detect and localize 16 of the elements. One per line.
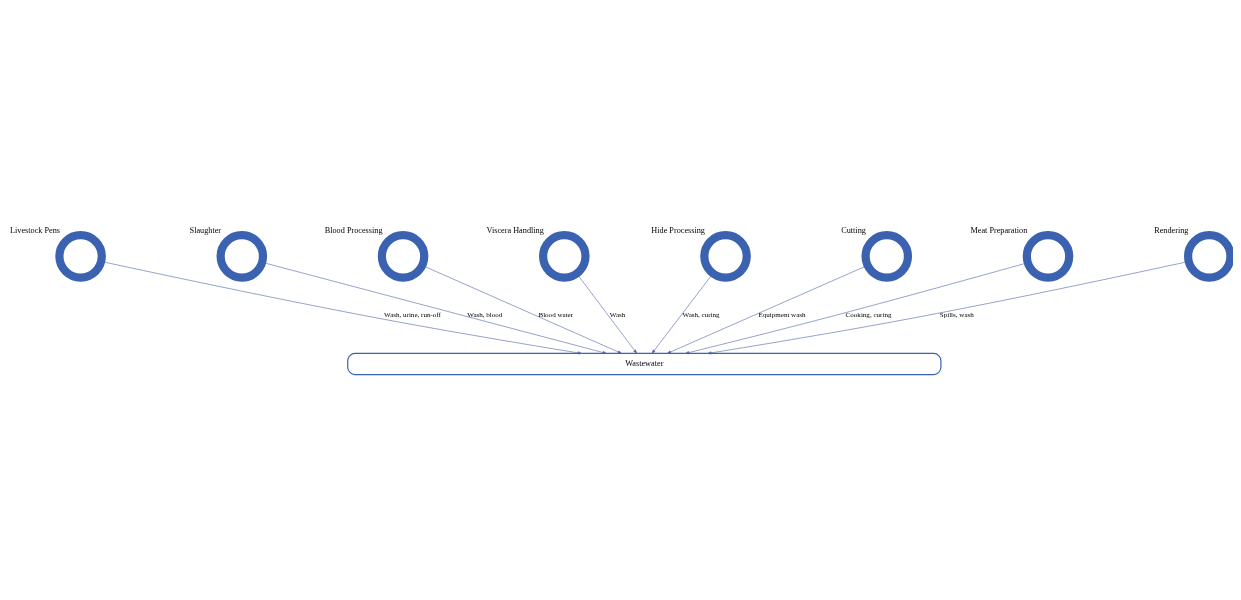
node-label: Cutting [841,225,866,235]
arrow [422,264,622,354]
node-label: Viscera Handling [486,225,544,235]
arrow [707,260,1189,354]
node-label: Hide Processing [651,225,705,235]
arrow [666,264,868,354]
node-label: Rendering [1154,225,1189,235]
arrow [651,272,714,354]
node-label: Meat Preparation [970,225,1028,235]
arrow [685,261,1028,354]
arrow [262,261,607,354]
arrow [576,272,638,354]
node-label: Livestock Pens [9,225,60,235]
node-label: Slaughter [189,225,222,235]
arrow [100,260,582,354]
node-label: Blood Processing [324,225,383,235]
